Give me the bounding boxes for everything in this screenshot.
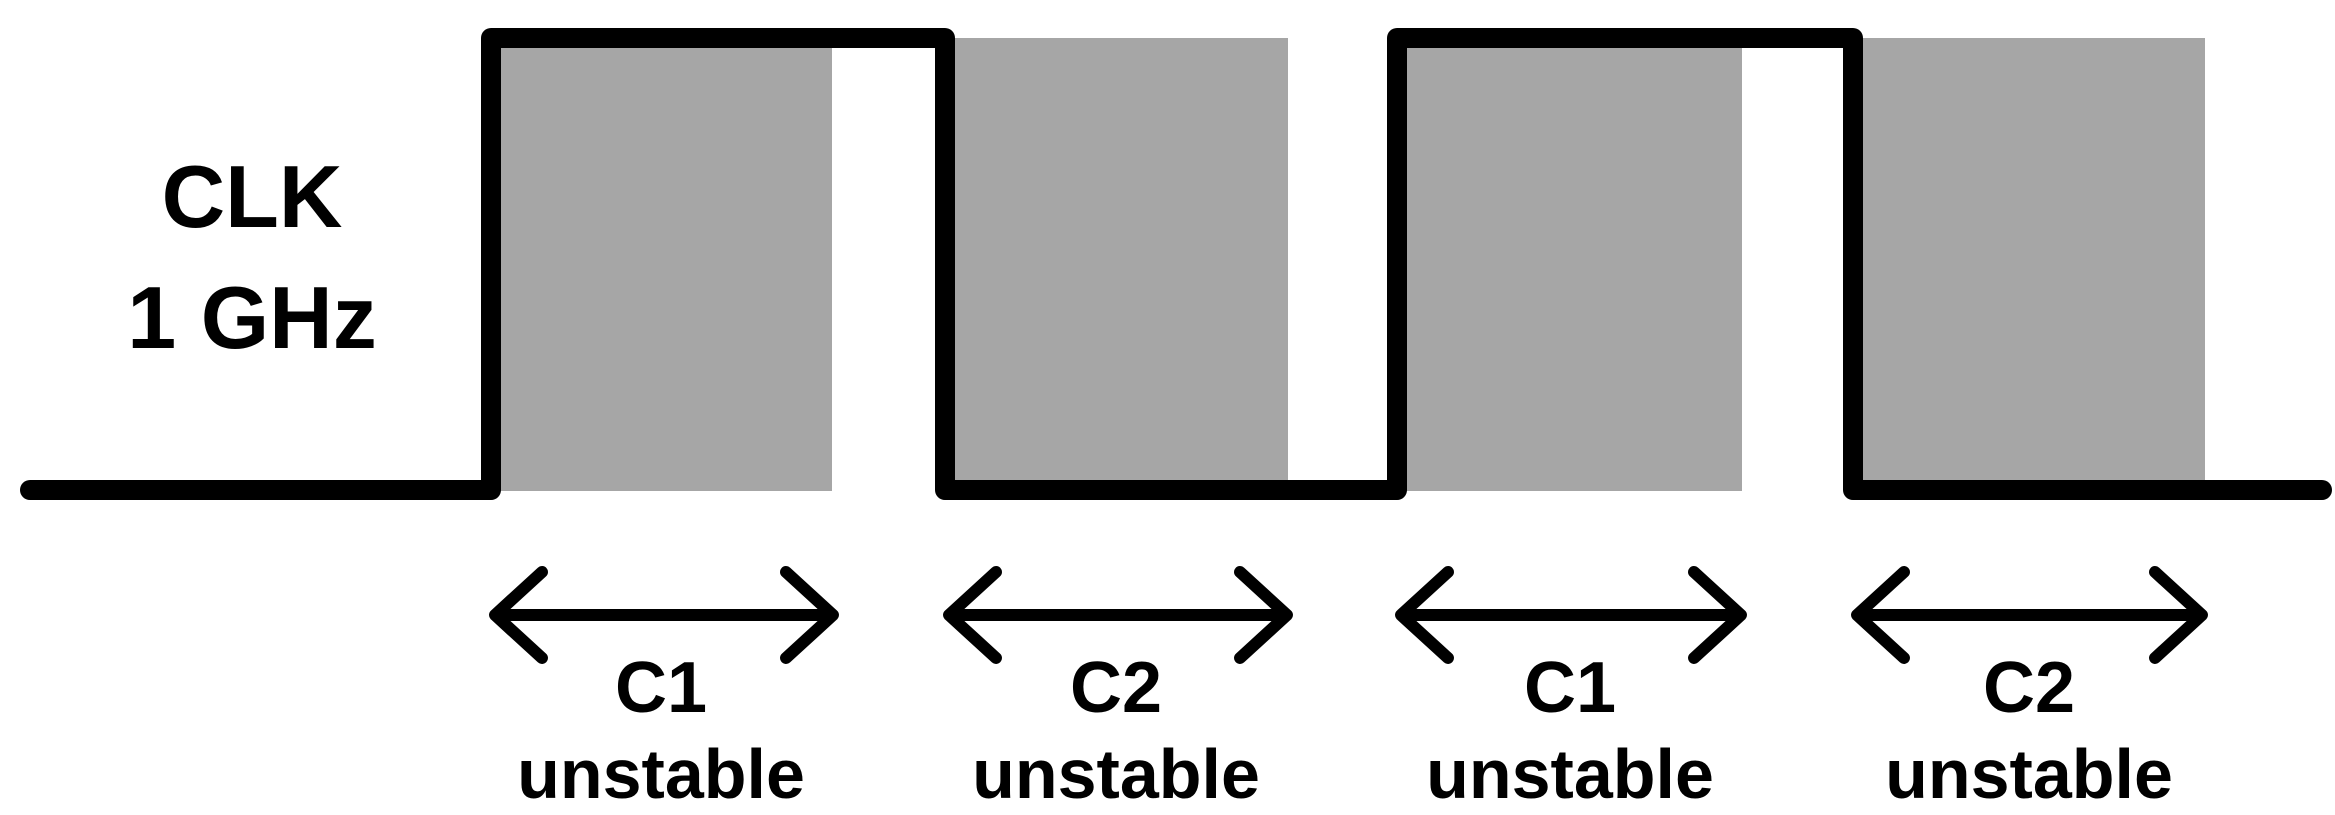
region-clock-label-3: C1 bbox=[1524, 648, 1616, 728]
unstable-shade-c1-second bbox=[1397, 38, 1742, 491]
region-clock-label-1: C1 bbox=[615, 648, 707, 728]
clock-waveform bbox=[20, 28, 2332, 500]
arrow-head-right-icon bbox=[780, 566, 839, 664]
arrow-head-right-icon bbox=[2149, 566, 2208, 664]
measure-arrow-c2-first bbox=[943, 566, 1293, 664]
signal-name-label: CLK bbox=[162, 147, 343, 246]
measure-arrow-c2-second bbox=[1851, 566, 2208, 664]
arrow-head-left-icon bbox=[943, 566, 1002, 664]
region-state-label-1: unstable bbox=[517, 735, 805, 813]
arrow-head-left-icon bbox=[489, 566, 548, 664]
unstable-shade-c2-second bbox=[1853, 38, 2205, 491]
arrow-head-right-icon bbox=[1234, 566, 1293, 664]
unstable-shade-group bbox=[491, 38, 2205, 491]
region-clock-label-4: C2 bbox=[1983, 648, 2075, 728]
region-state-label-4: unstable bbox=[1885, 735, 2173, 813]
region-state-label-3: unstable bbox=[1426, 735, 1714, 813]
arrow-head-left-icon bbox=[1851, 566, 1910, 664]
arrow-head-right-icon bbox=[1688, 566, 1747, 664]
measure-arrow-group bbox=[489, 566, 2208, 664]
region-clock-label-2: C2 bbox=[1070, 648, 1162, 728]
unstable-shade-c1-first bbox=[491, 38, 832, 491]
measure-arrow-c1-first bbox=[489, 566, 839, 664]
region-state-label-2: unstable bbox=[972, 735, 1260, 813]
measure-arrow-c1-second bbox=[1395, 566, 1747, 664]
arrow-head-left-icon bbox=[1395, 566, 1454, 664]
unstable-shade-c2-first bbox=[945, 38, 1288, 491]
signal-frequency-label: 1 GHz bbox=[127, 268, 376, 367]
